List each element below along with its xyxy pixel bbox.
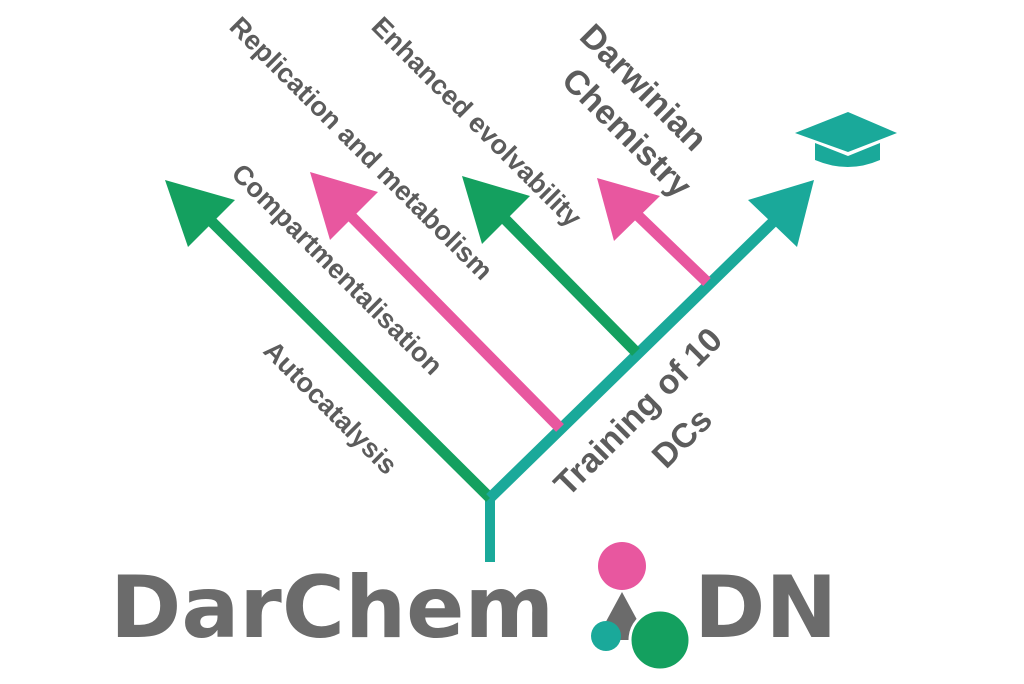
branch-evolvability-head — [462, 176, 530, 244]
branch-replication-arrow — [341, 206, 564, 432]
trunk-arrow-head — [748, 180, 814, 247]
branch-autocatalysis-arrow — [201, 211, 494, 502]
branch-darwinian-head — [597, 178, 660, 241]
branch-replication-head — [310, 172, 378, 240]
branch-evolvability-arrow — [494, 208, 640, 356]
branch-autocatalysis-head — [165, 180, 235, 247]
label-autocatalysis: Autocatalysis — [258, 335, 403, 480]
branch-darwinian-arrow — [626, 204, 711, 286]
logo-text-darchem: DarChem — [110, 558, 554, 658]
graduation-cap-icon — [795, 112, 897, 167]
logo-text-dn: DN — [694, 558, 837, 658]
trunk-diagonal — [486, 216, 779, 502]
molecule-logo-icon — [591, 542, 692, 672]
label-replication: Replication and metabolism — [224, 11, 499, 286]
